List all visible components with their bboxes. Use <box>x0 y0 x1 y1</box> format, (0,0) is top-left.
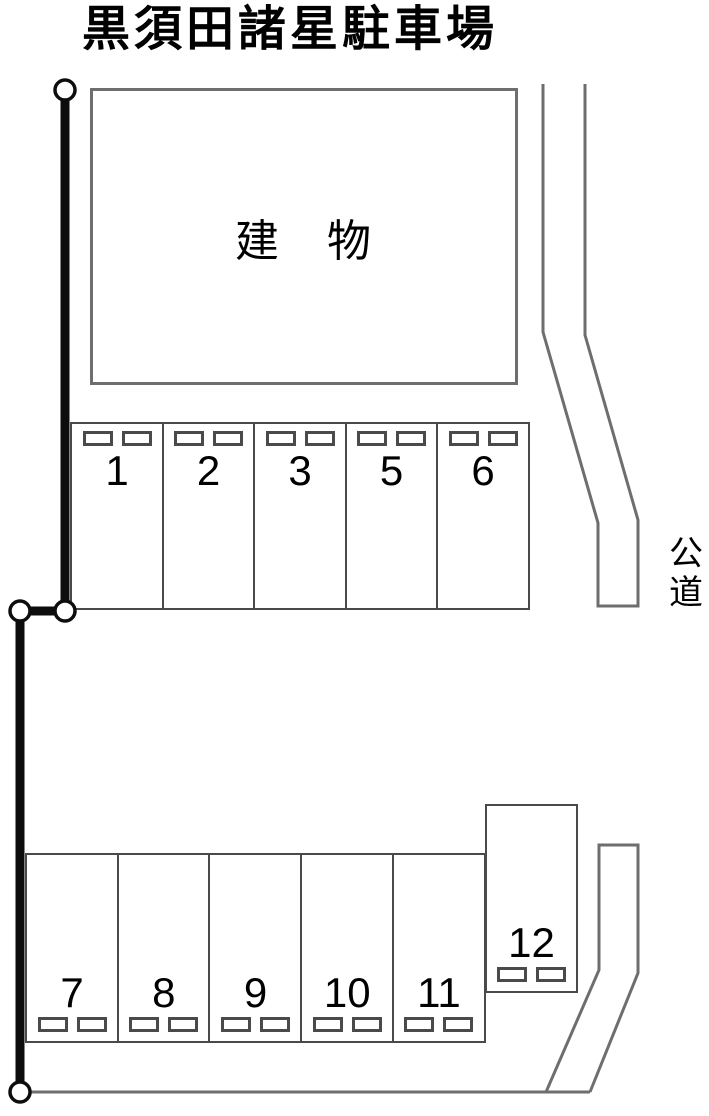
parking-stall-7: 7 <box>25 853 120 1043</box>
wheel-stop-icon <box>443 1017 474 1032</box>
wheel-stop-icon <box>404 1017 435 1032</box>
stall-number: 9 <box>243 969 268 1016</box>
wheel-stop-marks <box>82 431 152 446</box>
wheel-stop-icon <box>76 1017 107 1032</box>
survey-point-icon <box>53 78 77 102</box>
wheel-stop-icon <box>396 431 426 446</box>
wheel-stop-icon <box>168 1017 199 1032</box>
wheel-stop-marks <box>404 1017 474 1032</box>
parking-stall-11: 11 <box>391 853 487 1043</box>
wheel-stop-marks <box>37 1017 107 1032</box>
wheel-stop-icon <box>129 1017 160 1032</box>
wheel-stop-icon <box>265 431 296 446</box>
wheel-stop-icon <box>121 431 152 446</box>
wheel-stop-marks <box>448 431 518 446</box>
wheel-stop-icon <box>497 967 527 982</box>
wheel-stop-icon <box>174 431 204 446</box>
parking-stall-2: 2 <box>161 422 256 610</box>
wheel-stop-marks <box>357 431 426 446</box>
stall-number: 1 <box>105 447 129 494</box>
diagram-title: 黒須田諸星駐車場 <box>82 3 499 56</box>
wheel-stop-marks <box>497 967 566 982</box>
parking-stall-12: 12 <box>485 804 578 993</box>
wheel-stop-marks <box>265 431 335 446</box>
survey-point-icon <box>8 599 32 623</box>
parking-stall-5: 5 <box>344 422 439 610</box>
wheel-stop-icon <box>536 967 566 982</box>
stall-number: 3 <box>288 447 312 494</box>
stall-number: 12 <box>508 919 555 966</box>
wheel-stop-icon <box>448 431 479 446</box>
wheel-stop-icon <box>357 431 387 446</box>
wheel-stop-icon <box>82 431 113 446</box>
stall-number: 6 <box>471 447 495 494</box>
wheel-stop-icon <box>37 1017 68 1032</box>
stall-row-bottom: 7 8 9 10 11 <box>25 853 487 1043</box>
wheel-stop-icon <box>304 431 335 446</box>
parking-stall-10: 10 <box>300 853 395 1043</box>
stall-number: 2 <box>196 447 221 494</box>
parking-stall-1: 1 <box>70 422 164 610</box>
stall-number: 5 <box>379 447 404 494</box>
wheel-stop-marks <box>221 1017 290 1032</box>
stall-row-top: 1 2 3 5 6 <box>70 422 530 610</box>
building-label: 建 物 <box>235 216 373 266</box>
parking-stall-3: 3 <box>253 422 347 610</box>
wheel-stop-icon <box>351 1017 382 1032</box>
wheel-stop-marks <box>129 1017 199 1032</box>
parking-stall-8: 8 <box>116 853 211 1043</box>
survey-point-icon <box>8 1080 32 1104</box>
stall-number: 8 <box>152 969 176 1016</box>
wheel-stop-icon <box>221 1017 251 1032</box>
wheel-stop-icon <box>260 1017 290 1032</box>
public-road-label: 公道 <box>663 535 702 613</box>
wheel-stop-icon <box>487 431 518 446</box>
wheel-stop-icon <box>213 431 243 446</box>
wheel-stop-marks <box>174 431 243 446</box>
wheel-stop-marks <box>312 1017 382 1032</box>
stall-number: 7 <box>60 969 84 1016</box>
parking-stall-9: 9 <box>208 853 303 1043</box>
building-outline: 建 物 <box>90 88 518 385</box>
stall-number: 11 <box>417 969 461 1016</box>
stall-number: 10 <box>323 969 371 1016</box>
parking-stall-6: 6 <box>436 422 530 610</box>
wheel-stop-icon <box>312 1017 343 1032</box>
road-edge-upper <box>541 84 640 608</box>
